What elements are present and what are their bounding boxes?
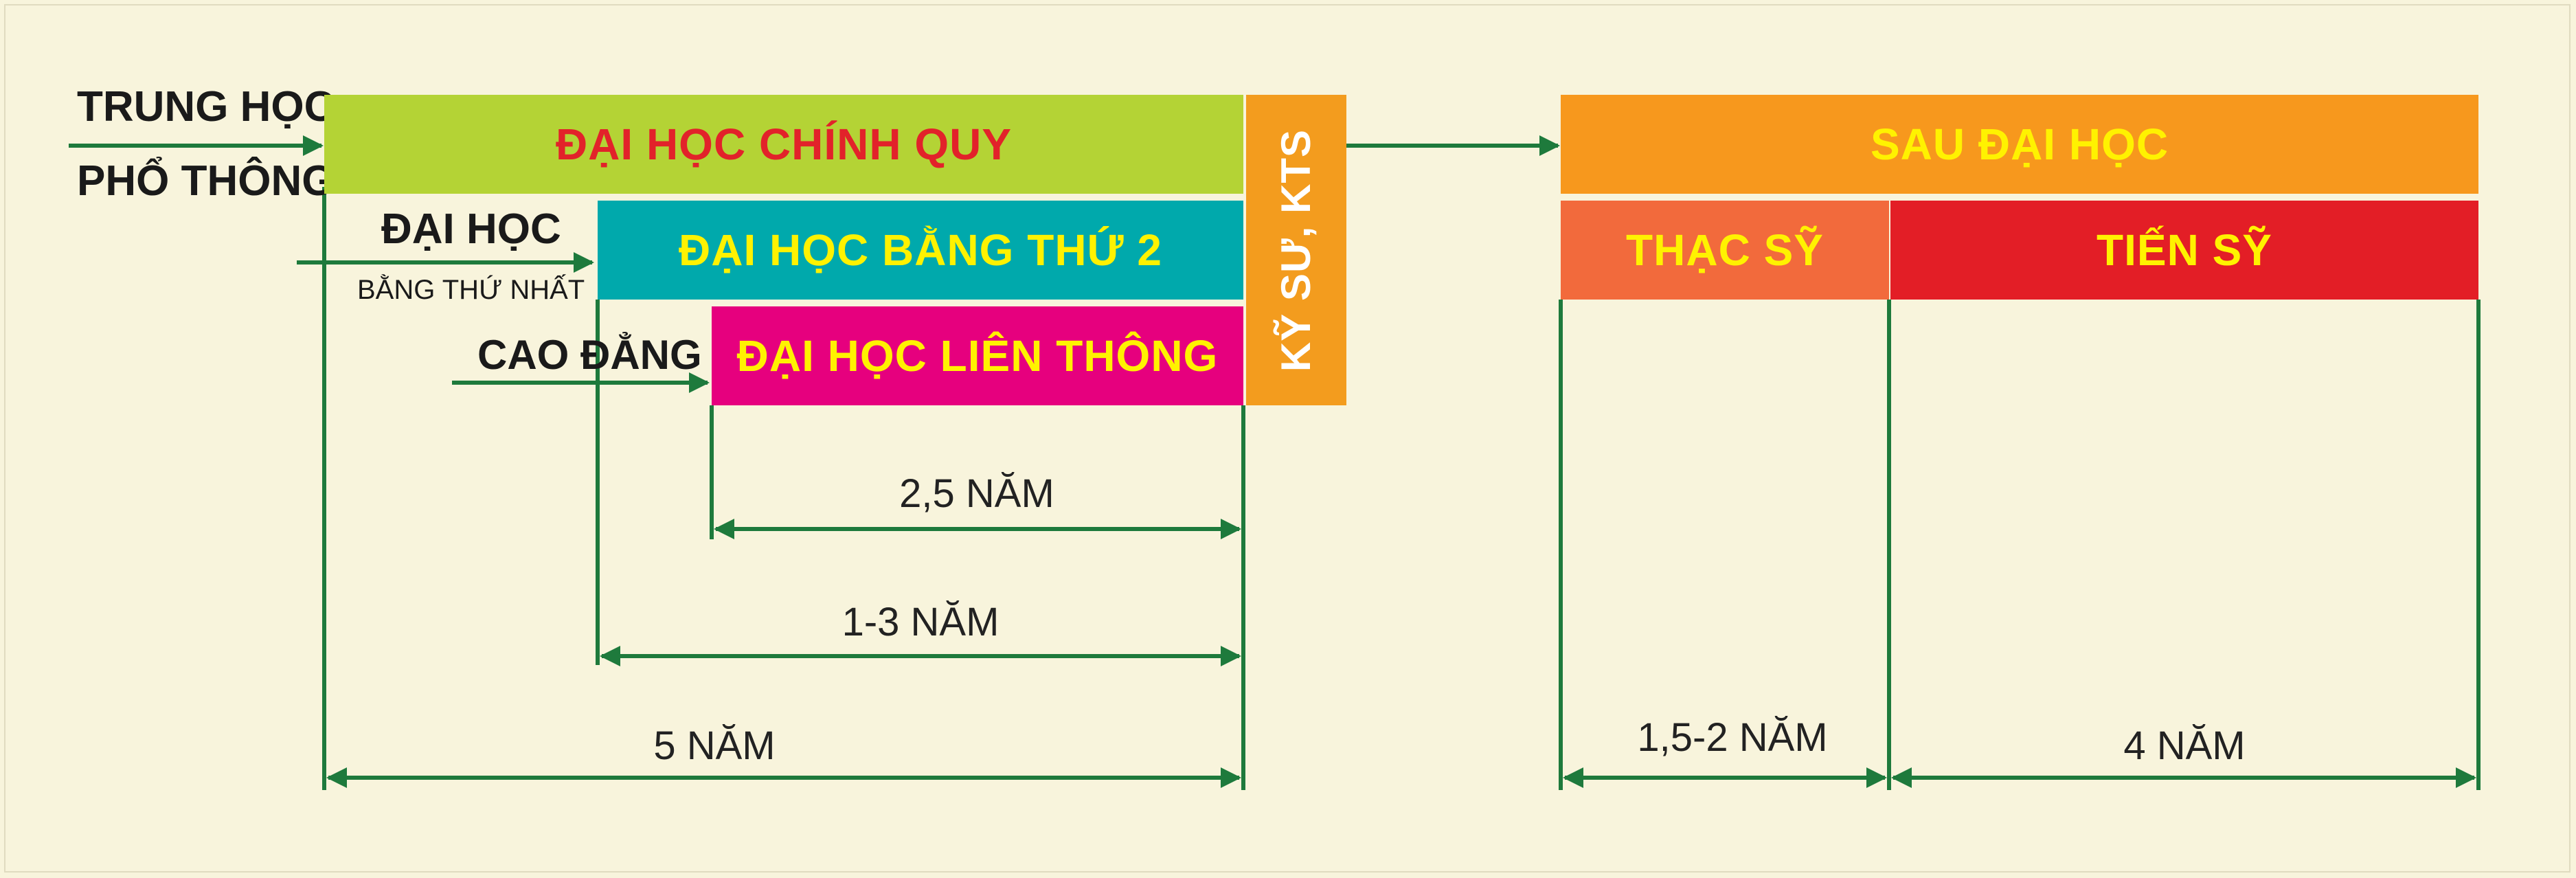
duration-lien-thong: 2,5 NĂM xyxy=(899,471,1054,516)
box-dai-hoc-bang-thu-2-label: ĐẠI HỌC BẰNG THỨ 2 xyxy=(679,225,1162,275)
box-sau-dai-hoc-label: SAU ĐẠI HỌC xyxy=(1870,120,2169,169)
box-ky-su-kts-label: KỸ SƯ, KTS xyxy=(1273,128,1320,372)
duration-tien-sy: 4 NĂM xyxy=(2123,723,2246,768)
box-sau-dai-hoc: SAU ĐẠI HỌC xyxy=(1561,95,2478,194)
box-thac-sy-label: THẠC SỸ xyxy=(1626,225,1824,275)
duration-chinh-quy: 5 NĂM xyxy=(653,723,776,768)
entry-thpt-line1: TRUNG HỌC xyxy=(77,83,335,131)
entry-bang-thu-nhat: BẰNG THỨ NHẤT xyxy=(357,275,585,305)
box-tien-sy-label: TIẾN SỸ xyxy=(2097,225,2272,275)
box-dai-hoc-lien-thong-label: ĐẠI HỌC LIÊN THÔNG xyxy=(736,331,1219,381)
diagram-frame xyxy=(4,4,2571,873)
duration-thac-sy: 1,5-2 NĂM xyxy=(1637,715,1828,760)
box-tien-sy: TIẾN SỸ xyxy=(1890,201,2478,300)
box-thac-sy: THẠC SỸ xyxy=(1561,201,1889,300)
box-dai-hoc-chinh-quy-label: ĐẠI HỌC CHÍNH QUY xyxy=(555,120,1013,169)
entry-dai-hoc: ĐẠI HỌC xyxy=(381,205,561,253)
duration-bang-thu-2: 1-3 NĂM xyxy=(841,600,999,644)
box-dai-hoc-chinh-quy: ĐẠI HỌC CHÍNH QUY xyxy=(324,95,1243,194)
box-dai-hoc-lien-thong: ĐẠI HỌC LIÊN THÔNG xyxy=(712,306,1243,405)
box-dai-hoc-bang-thu-2: ĐẠI HỌC BẰNG THỨ 2 xyxy=(598,201,1243,300)
entry-thpt-line2: PHỔ THÔNG xyxy=(77,157,335,205)
entry-cao-dang: CAO ĐẲNG xyxy=(477,332,702,378)
box-ky-su-kts: KỸ SƯ, KTS xyxy=(1246,95,1346,405)
